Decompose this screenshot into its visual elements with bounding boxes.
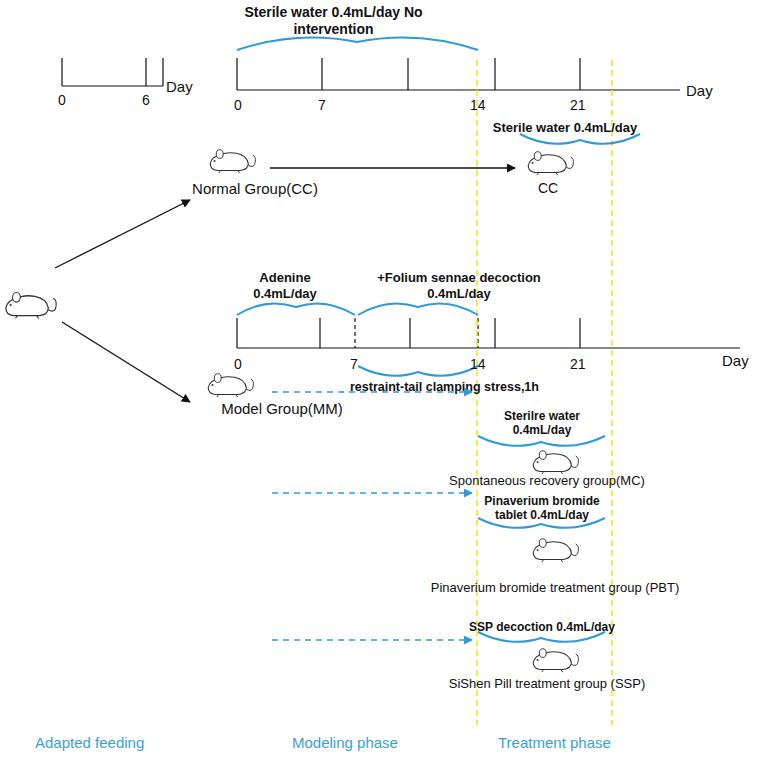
- timeline-label: 14: [470, 356, 486, 373]
- timeline-label: restraint-tail clamping stress,1h: [350, 380, 539, 395]
- timeline-label: 21: [570, 97, 586, 114]
- brace-group: [237, 38, 640, 642]
- model-axis: [237, 318, 740, 348]
- timeline-label: Sterile water 0.4mL/day No intervention: [236, 4, 431, 38]
- split-arrow: [55, 200, 190, 268]
- axis-tick: [409, 318, 410, 348]
- timeline-label: Day: [166, 78, 193, 96]
- mouse-icon: [6, 292, 56, 318]
- axis-tick: [579, 318, 580, 348]
- group-node: SSP decoction 0.4mL/daySiShen Pill treat…: [472, 618, 622, 698]
- axis-line: [62, 85, 163, 86]
- mouse-shape: [533, 649, 578, 672]
- dose-label: SSP decoction 0.4mL/day: [469, 620, 615, 634]
- timeline-label: 7: [350, 356, 358, 373]
- timeline-label: Day: [686, 82, 713, 100]
- axis-tick: [145, 58, 146, 86]
- axis-tick: [494, 318, 495, 348]
- mouse-shape: [528, 152, 573, 175]
- mouse-shape: [208, 374, 253, 397]
- mouse-icon: [205, 146, 257, 176]
- mouse-icon: [203, 370, 255, 400]
- axis-tick: [162, 58, 163, 86]
- axis-tick: [579, 58, 580, 90]
- mouse-icon: [528, 645, 580, 675]
- timeline-label: 0: [58, 92, 66, 109]
- flow-arrow: [272, 492, 472, 494]
- split-arrow: [62, 322, 190, 402]
- phase-label: Adapted feeding: [35, 734, 144, 752]
- mouse-shape: [210, 150, 255, 173]
- mouse-icon: [528, 447, 580, 477]
- mouse-shape: [533, 539, 578, 562]
- mouse-icon: [523, 148, 575, 178]
- timeline-label: 0: [234, 356, 242, 373]
- timeline-label: Day: [722, 352, 749, 370]
- axis-tick: [354, 318, 355, 348]
- adapt-axis: [62, 58, 163, 86]
- axis-line: [237, 347, 740, 348]
- brace: [237, 38, 478, 51]
- flow-arrow: [272, 391, 472, 393]
- dose-label: Pinaverium bromide tablet 0.4mL/day: [472, 494, 612, 523]
- brace: [478, 436, 605, 446]
- group-node: Pinaverium bromide tablet 0.4mL/dayPinav…: [472, 488, 622, 600]
- axis-tick: [494, 58, 495, 90]
- brace: [358, 303, 478, 315]
- flow-arrow: [272, 639, 472, 641]
- axis-tick: [236, 58, 237, 90]
- group-node: Sterilre water 0.4mL/daySpontaneous reco…: [472, 385, 622, 490]
- mouse-shape: [533, 451, 578, 474]
- timeline-label: 21: [570, 356, 586, 373]
- group-label: Pinaverium bromide treatment group (PBT): [431, 580, 680, 596]
- axis-line: [237, 89, 680, 90]
- axis-tick: [321, 58, 322, 90]
- normal-axis: [237, 58, 680, 90]
- group-label: CC: [538, 180, 558, 197]
- group-label: Normal Group(CC): [192, 180, 318, 198]
- timeline-label: Adenine 0.4mL/day: [240, 270, 330, 301]
- mouse-icon: [528, 535, 580, 565]
- phase-label: Modeling phase: [292, 734, 398, 752]
- axis-tick: [236, 318, 237, 348]
- flow-arrow: [270, 167, 515, 169]
- group-label: SiShen Pill treatment group (SSP): [449, 676, 646, 692]
- group-label: Model Group(MM): [221, 400, 343, 418]
- dose-label: Sterilre water 0.4mL/day: [490, 409, 595, 438]
- timeline-label: 0: [234, 97, 242, 114]
- axis-tick: [319, 318, 320, 348]
- group-label: Spontaneous recovery group(MC): [449, 473, 645, 489]
- timeline-label: 7: [318, 97, 326, 114]
- brace: [520, 134, 640, 144]
- phase-label: Treatment phase: [498, 734, 611, 752]
- axis-tick: [61, 58, 62, 86]
- timeline-label: 6: [142, 92, 150, 109]
- axis-tick: [407, 58, 408, 90]
- group-node: Normal Group(CC): [195, 140, 270, 202]
- group-node: Sterile water 0.4mL/dayCC: [515, 118, 655, 200]
- brace: [237, 303, 355, 315]
- brace: [358, 366, 478, 376]
- group-node: Model Group(MM): [198, 368, 272, 648]
- timeline-label: 14: [470, 97, 486, 114]
- timeline-label: +Folium sennae decoction 0.4mL/day: [370, 270, 548, 301]
- dose-label: Sterile water 0.4mL/day: [493, 120, 638, 136]
